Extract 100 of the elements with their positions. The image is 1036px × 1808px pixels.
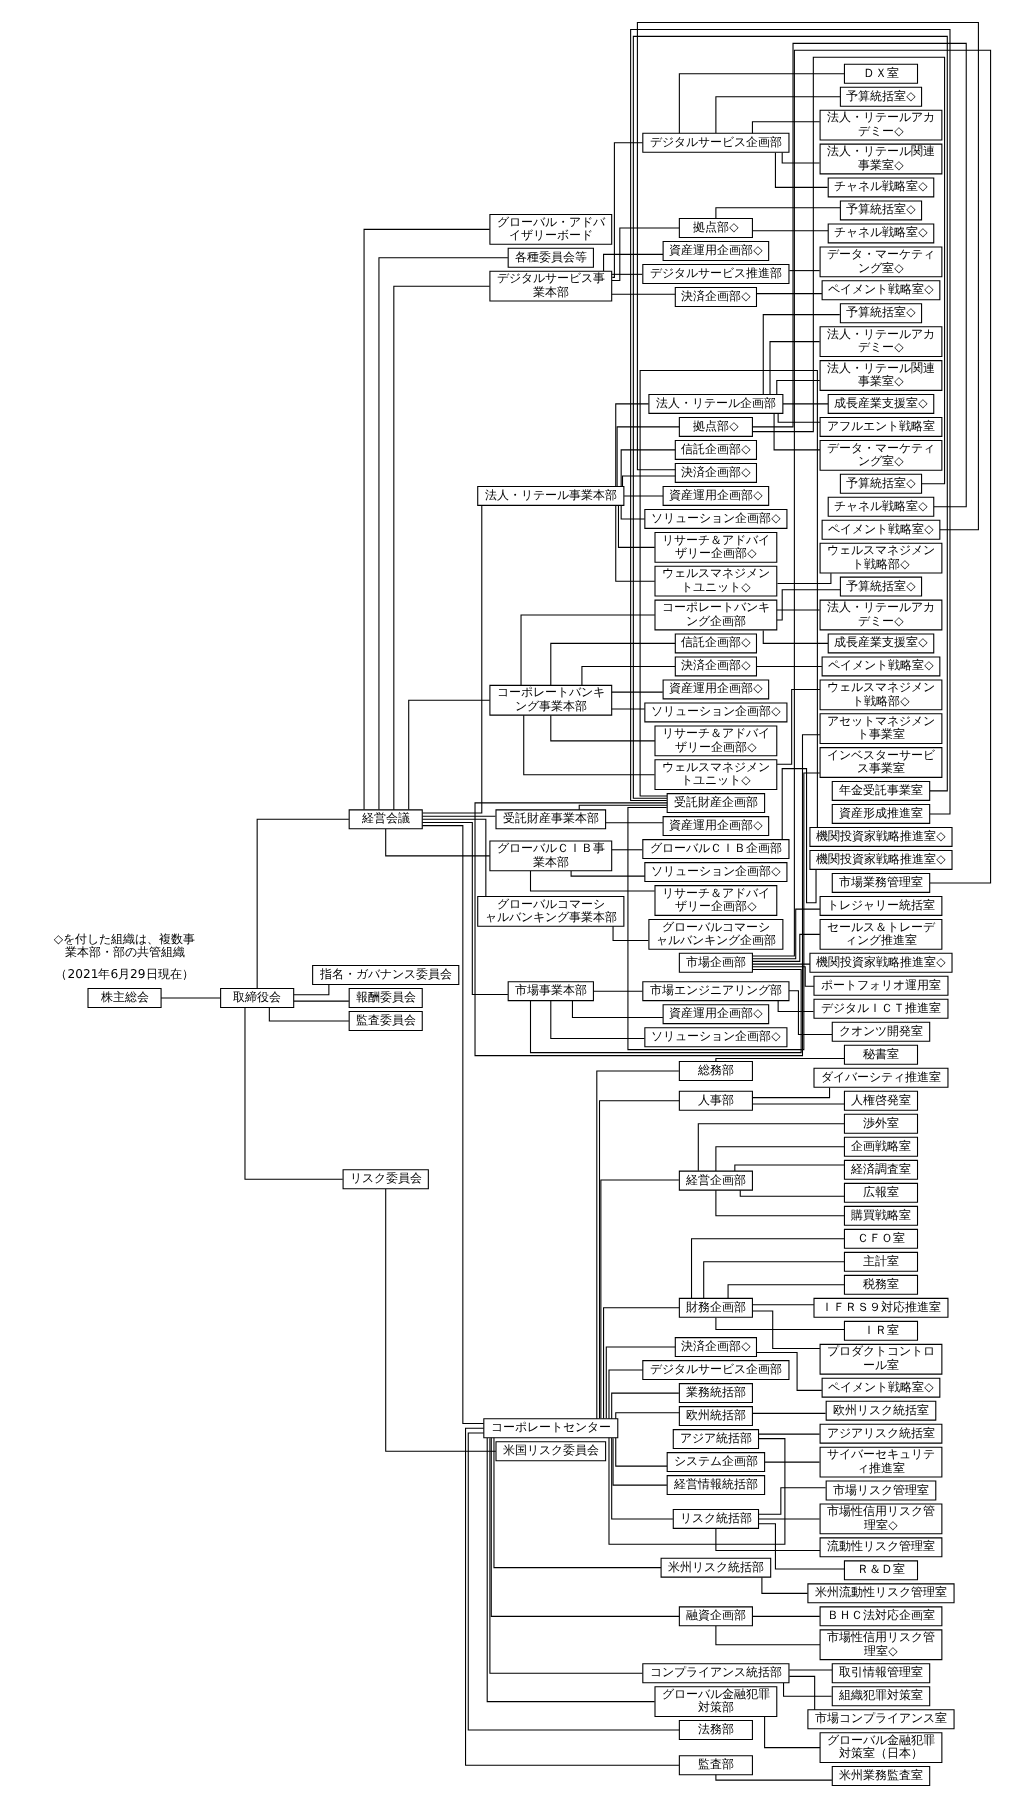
connector	[787, 990, 832, 1036]
connector	[619, 449, 675, 487]
connector	[614, 403, 649, 487]
connector	[528, 969, 801, 1054]
connector	[420, 815, 495, 817]
connector	[255, 818, 349, 989]
connector	[768, 341, 820, 395]
connector	[580, 665, 675, 686]
connector	[763, 1716, 820, 1749]
connector	[243, 1007, 343, 1180]
connector	[488, 1437, 643, 1674]
connector	[614, 505, 655, 582]
connector	[714, 1625, 820, 1646]
connector	[384, 1188, 496, 1452]
connector	[362, 228, 490, 811]
connector	[776, 1000, 814, 1012]
connector	[615, 426, 679, 487]
connector	[492, 1437, 661, 1569]
connector	[787, 1669, 832, 1671]
connector	[473, 734, 820, 1057]
connector	[519, 614, 655, 686]
connector	[714, 1189, 844, 1217]
connector	[690, 1238, 844, 1299]
connector	[614, 1412, 679, 1420]
connector	[714, 1146, 844, 1172]
connector	[714, 1317, 844, 1330]
connector	[604, 1346, 675, 1419]
connector	[292, 984, 329, 996]
connector	[549, 714, 655, 742]
connector	[763, 1461, 820, 1463]
connector	[751, 230, 828, 232]
connector	[592, 990, 642, 992]
connector	[772, 413, 820, 451]
connector	[614, 1437, 667, 1467]
connector	[421, 504, 482, 814]
connector	[489, 1437, 679, 1617]
connector	[610, 691, 663, 693]
connector	[751, 963, 810, 965]
connector	[602, 1307, 679, 1419]
connector	[775, 609, 820, 611]
connector	[626, 772, 820, 1051]
connector	[610, 273, 642, 275]
connector	[751, 56, 945, 485]
connector	[755, 665, 822, 667]
connector	[751, 1103, 844, 1105]
connector	[751, 1310, 820, 1349]
connector	[602, 253, 663, 272]
connector	[577, 804, 667, 811]
connector	[776, 412, 820, 423]
connector	[751, 1412, 826, 1414]
connector	[616, 505, 655, 548]
connector	[610, 708, 645, 710]
connector	[738, 1189, 844, 1197]
connector	[775, 688, 820, 765]
connector	[787, 1675, 815, 1711]
connector	[726, 1284, 844, 1299]
connector	[485, 1437, 655, 1703]
connector	[757, 1487, 826, 1515]
connector	[781, 403, 828, 405]
connector	[761, 314, 840, 395]
connector	[751, 1615, 820, 1617]
connector	[610, 142, 643, 278]
connector	[522, 714, 655, 776]
connector	[610, 849, 642, 851]
connector	[607, 1369, 643, 1420]
connector	[611, 1437, 667, 1486]
connector	[611, 925, 648, 941]
connector	[755, 293, 822, 295]
connector	[638, 369, 817, 828]
connector	[604, 822, 663, 824]
connector	[782, 1682, 832, 1697]
connector	[714, 1774, 832, 1781]
connector	[733, 1164, 844, 1172]
connector	[714, 1528, 820, 1552]
connector	[384, 828, 490, 857]
connector	[775, 589, 840, 621]
connector	[787, 270, 820, 272]
connector	[750, 1087, 830, 1099]
connector	[757, 1523, 844, 1570]
connector	[751, 42, 966, 508]
connector	[714, 1058, 844, 1062]
connector	[569, 870, 645, 877]
connector	[549, 642, 675, 686]
connector	[751, 1304, 814, 1306]
connector	[760, 1576, 808, 1594]
connector	[570, 1000, 663, 1019]
connector	[292, 1000, 349, 1002]
connector	[751, 49, 991, 957]
connector	[407, 699, 490, 811]
connector	[750, 933, 820, 962]
connector	[267, 1007, 349, 1022]
connector	[622, 495, 663, 497]
connector	[754, 1351, 822, 1391]
connector	[696, 1123, 844, 1172]
connector	[750, 121, 820, 134]
connector	[775, 379, 820, 395]
connector	[619, 505, 645, 520]
connector	[377, 257, 508, 811]
connector	[392, 285, 490, 811]
connector	[420, 818, 486, 897]
